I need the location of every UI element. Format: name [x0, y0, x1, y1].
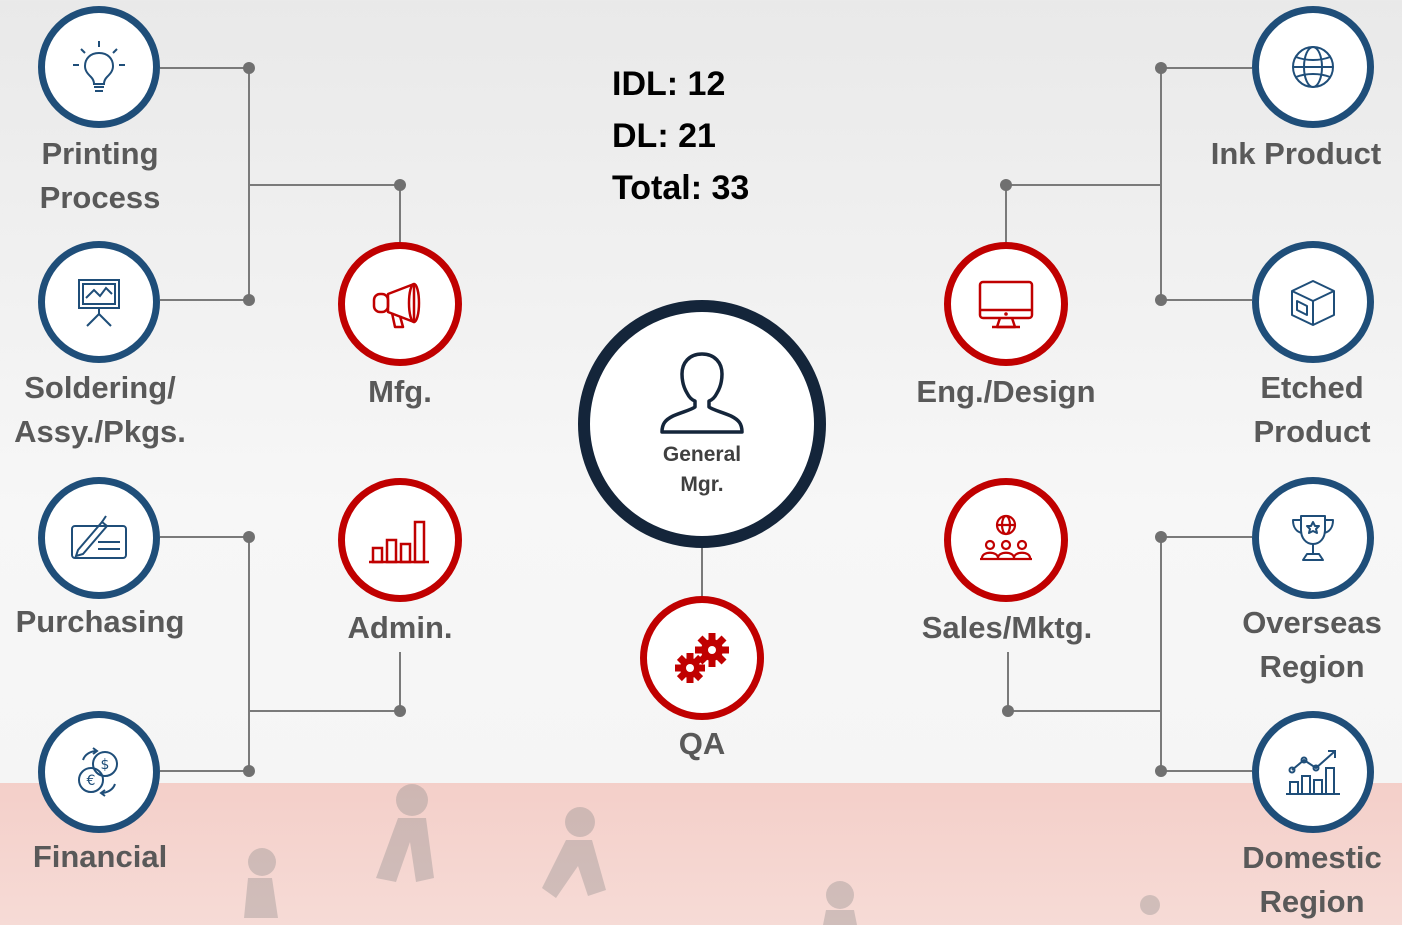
megaphone-icon — [372, 282, 421, 329]
signature-check-icon — [71, 515, 127, 559]
financial-label: Financial — [32, 839, 168, 874]
background-band — [0, 783, 1402, 925]
stat-idl: IDL: 12 — [612, 65, 726, 103]
soldering-assy-node[interactable] — [38, 241, 160, 363]
mfg-node[interactable] — [338, 242, 462, 366]
qa-label: QA — [678, 726, 726, 761]
etched-product-node[interactable] — [1252, 241, 1374, 363]
purchasing-label: Purchasing — [15, 604, 185, 639]
globe-icon — [1292, 46, 1334, 88]
stat-dl: DL: 21 — [612, 117, 716, 155]
headcount-stats: IDL: 12 DL: 21 Total: 33 — [612, 58, 749, 214]
lightbulb-icon — [73, 41, 125, 92]
stat-total: Total: 33 — [612, 169, 750, 207]
overseas-region-node[interactable] — [1252, 477, 1374, 599]
general-manager-node[interactable]: General Mgr. — [578, 300, 826, 548]
overseas-region-label: Overseas Region — [1242, 605, 1382, 684]
svg-text:€: € — [87, 773, 96, 789]
admin-label: Admin. — [347, 610, 453, 645]
currency-exchange-icon: $ € — [78, 747, 118, 797]
admin-node[interactable] — [338, 478, 462, 602]
growth-chart-icon — [1286, 750, 1340, 795]
bar-chart-icon — [369, 520, 429, 564]
ink-product-node[interactable] — [1252, 6, 1374, 128]
person-icon — [660, 352, 744, 434]
printing-process-label: Printing Process — [39, 136, 161, 215]
printing-process-node[interactable] — [38, 6, 160, 128]
soldering-assy-label: Soldering/ Assy./Pkgs. — [14, 370, 186, 449]
domestic-region-label: Domestic Region — [1242, 840, 1382, 919]
svg-text:$: $ — [101, 757, 110, 773]
domestic-region-node[interactable] — [1252, 711, 1374, 833]
gears-icon — [675, 633, 729, 683]
monitor-icon — [978, 280, 1034, 329]
box-icon — [1291, 280, 1335, 326]
eng-design-node[interactable] — [944, 242, 1068, 366]
purchasing-node[interactable] — [38, 477, 160, 599]
presentation-board-icon — [78, 279, 120, 327]
sales-mktg-node[interactable] — [944, 478, 1068, 602]
global-team-icon — [980, 514, 1032, 561]
mfg-label: Mfg. — [368, 374, 432, 409]
ink-product-label: Ink Product — [1210, 136, 1382, 171]
sales-mktg-label: Sales/Mktg. — [921, 610, 1093, 645]
eng-design-label: Eng./Design — [916, 374, 1096, 409]
qa-node[interactable] — [640, 596, 764, 720]
etched-product-label: Etched Product — [1253, 370, 1371, 449]
trophy-icon — [1292, 515, 1334, 561]
financial-node[interactable]: $ € — [38, 711, 160, 833]
general-manager-label: General Mgr. — [662, 443, 742, 496]
